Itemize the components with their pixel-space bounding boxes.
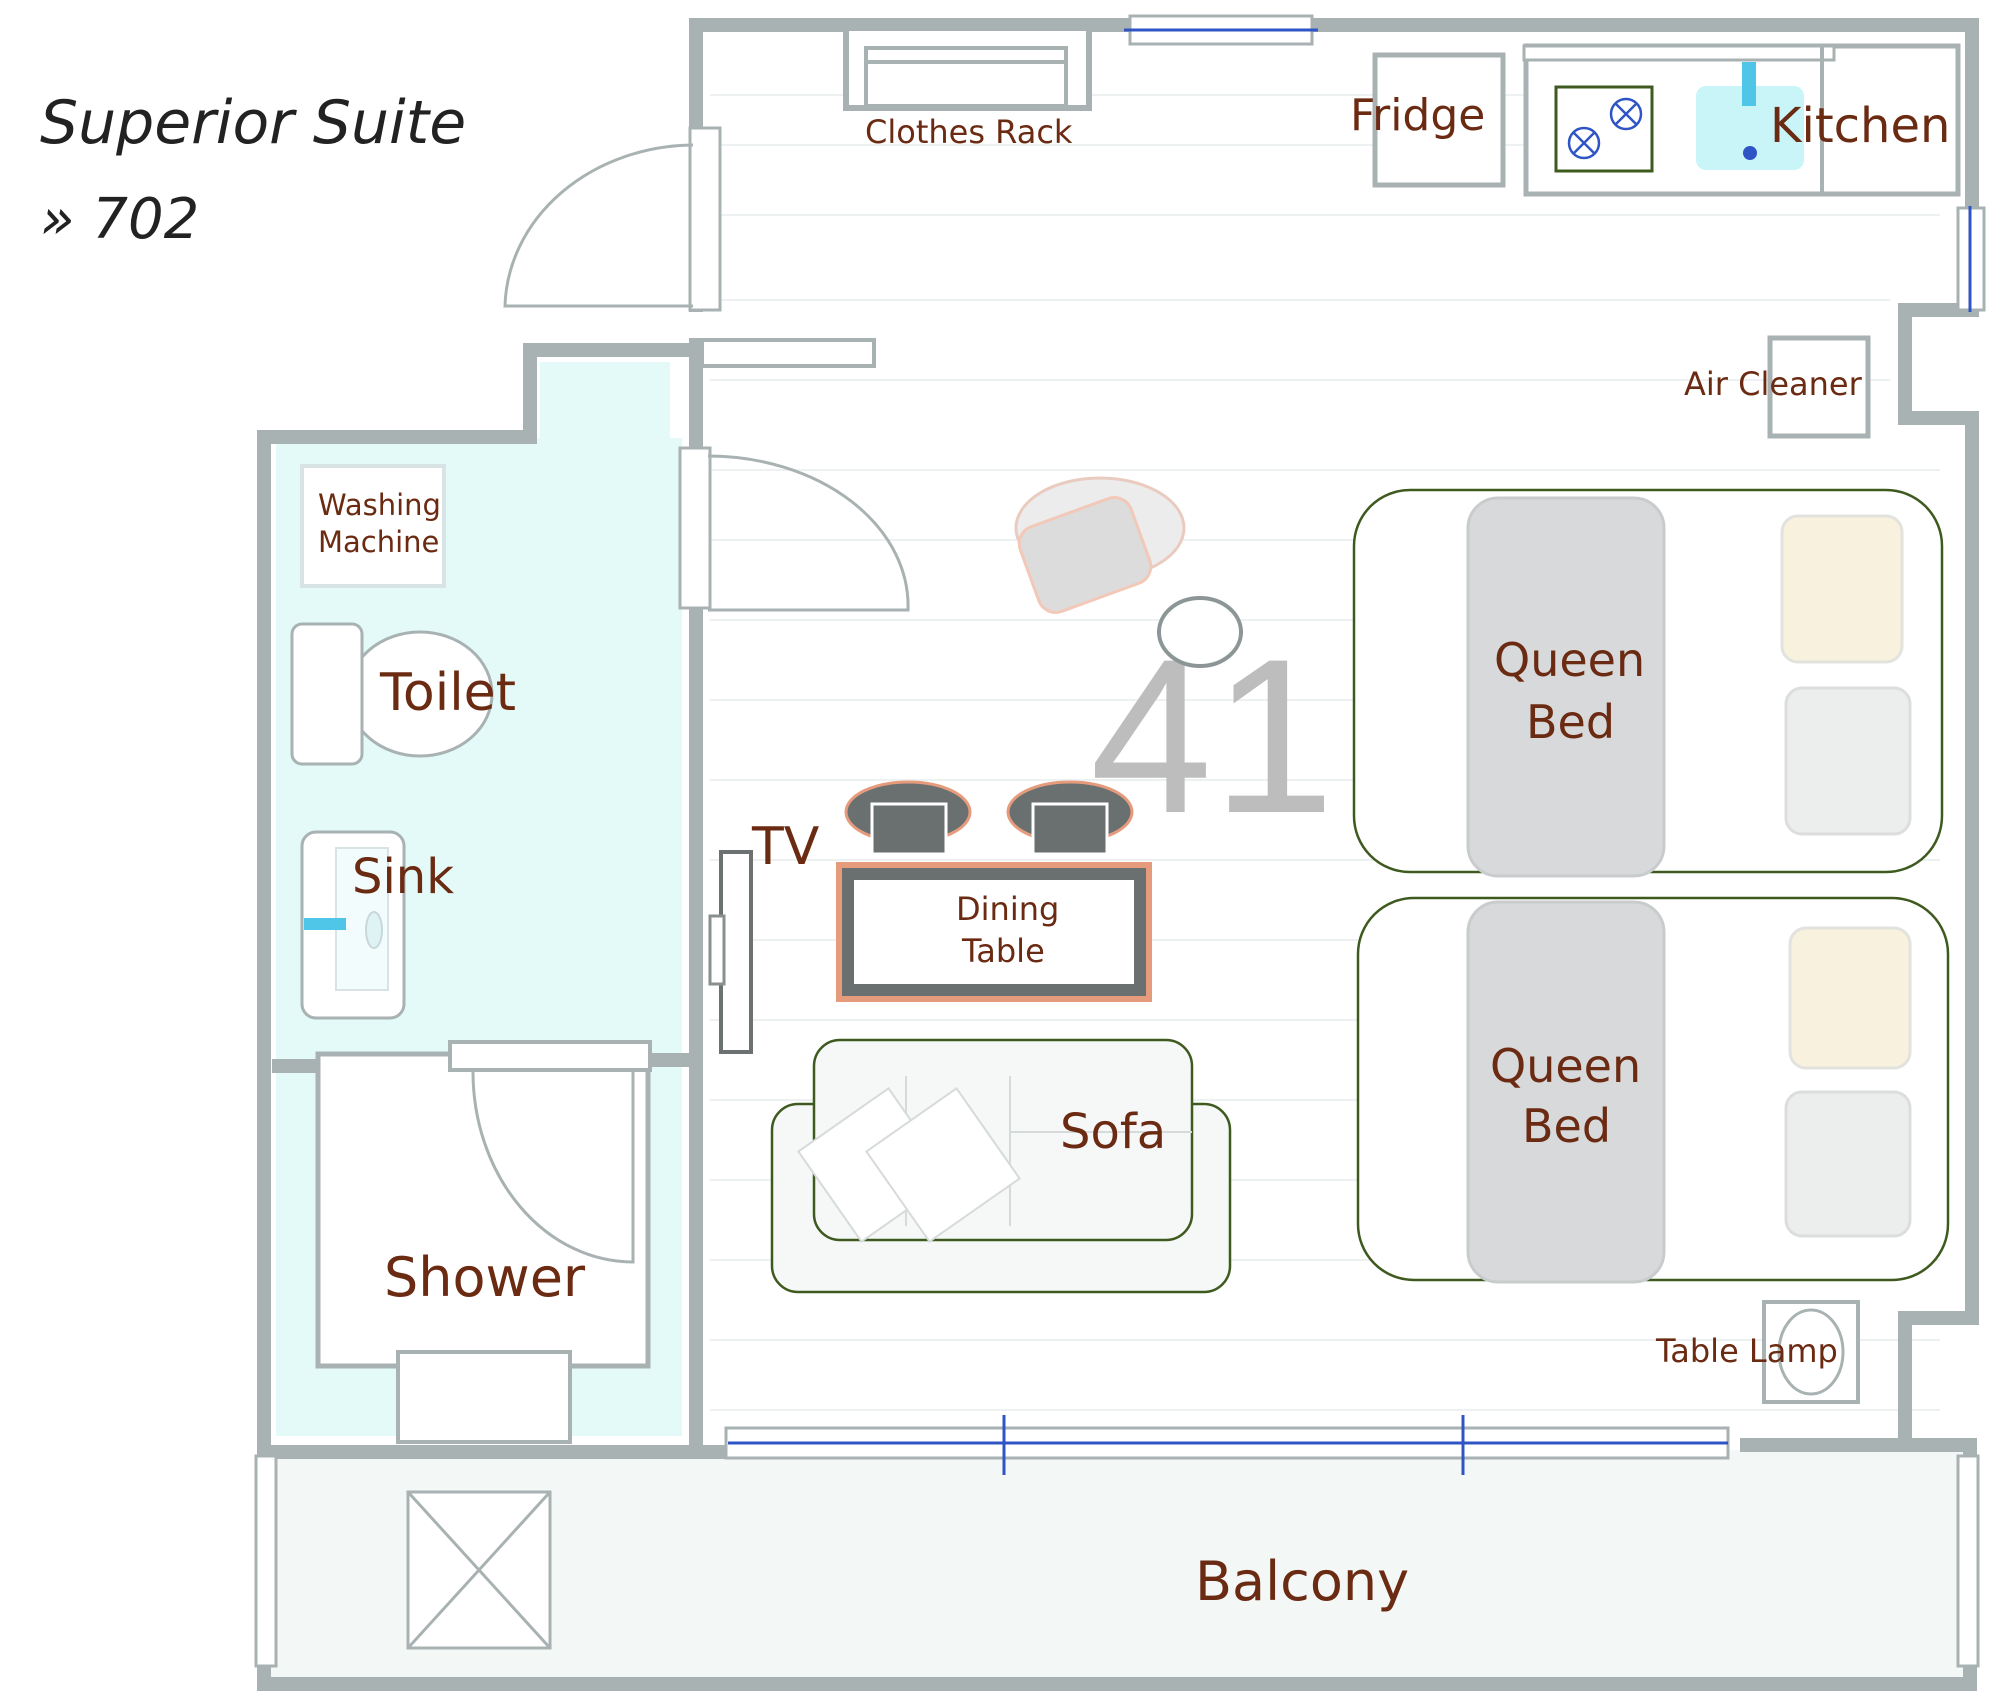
- queen-bed-2: [1356, 896, 1950, 1284]
- queen-bed-1-label-line1: Queen: [1494, 633, 1645, 687]
- clothes-rack-label: Clothes Rack: [865, 113, 1073, 151]
- washing-machine: [300, 464, 446, 588]
- armchair-icon: [1014, 476, 1186, 614]
- dining-table: [836, 862, 1152, 1002]
- stove-icon: [1554, 85, 1654, 173]
- dining-chair-right: [1006, 780, 1134, 856]
- sink-label: Sink: [352, 849, 454, 905]
- bath-door-jamb: [678, 446, 712, 610]
- sofa-cushions: [797, 1087, 1021, 1243]
- bathroom-door-swing: [707, 454, 910, 612]
- sofa-label: Sofa: [1060, 1104, 1166, 1160]
- fridge: [1372, 52, 1506, 188]
- bathroom-sink-icon: [300, 830, 406, 1020]
- toilet-label: Toilet: [379, 663, 516, 723]
- balcony-floor: [270, 1450, 1970, 1682]
- right-window: [1956, 206, 1986, 312]
- top-window: [1124, 14, 1318, 46]
- kitchen-sink-icon: [1696, 62, 1804, 170]
- bathroom-alcove-floor: [540, 362, 670, 442]
- suite-name: Superior Suite: [40, 88, 466, 158]
- queen-bed-1: [1352, 488, 1944, 878]
- tv-icon: [708, 850, 753, 1054]
- walls: [257, 18, 1979, 1691]
- dining-chair-left: [844, 780, 972, 856]
- fridge-label: Fridge: [1350, 90, 1485, 141]
- toilet-icon: [290, 622, 494, 766]
- shower-door-arc: [471, 1071, 635, 1264]
- air-cleaner-label: Air Cleaner: [1684, 365, 1863, 403]
- balcony-left-jamb: [254, 1454, 278, 1668]
- entry-door-swing: [503, 143, 694, 308]
- balcony-ac-unit: [406, 1490, 552, 1650]
- washing-machine-label-line2: Machine: [318, 525, 439, 559]
- shower-enclosure: [315, 1040, 652, 1444]
- balcony-sliding-door: [724, 1415, 1730, 1475]
- clothes-rack: [843, 25, 1092, 111]
- table-lamp-icon: [1762, 1300, 1860, 1404]
- queen-bed-2-label-line2: Bed: [1522, 1099, 1611, 1153]
- kitchen-label: Kitchen: [1770, 98, 1950, 154]
- closet-shelf: [700, 338, 876, 368]
- queen-bed-1-label-line2: Bed: [1526, 695, 1615, 749]
- balcony-label: Balcony: [1195, 1550, 1409, 1613]
- washing-machine-label-line1: Washing: [318, 488, 441, 522]
- shower-label: Shower: [384, 1246, 586, 1309]
- balcony-right-jamb: [1956, 1454, 1980, 1668]
- table-lamp-label: Table Lamp: [1655, 1332, 1838, 1370]
- dining-table-label-line2: Table: [961, 932, 1045, 970]
- air-cleaner: [1767, 335, 1871, 439]
- dining-table-label-line1: Dining: [956, 890, 1059, 928]
- tv-label: TV: [751, 817, 820, 877]
- side-table-icon: [1157, 596, 1243, 668]
- room-number: » 702: [40, 187, 199, 252]
- queen-bed-2-label-line1: Queen: [1490, 1039, 1641, 1093]
- entry-door-jamb: [688, 126, 722, 312]
